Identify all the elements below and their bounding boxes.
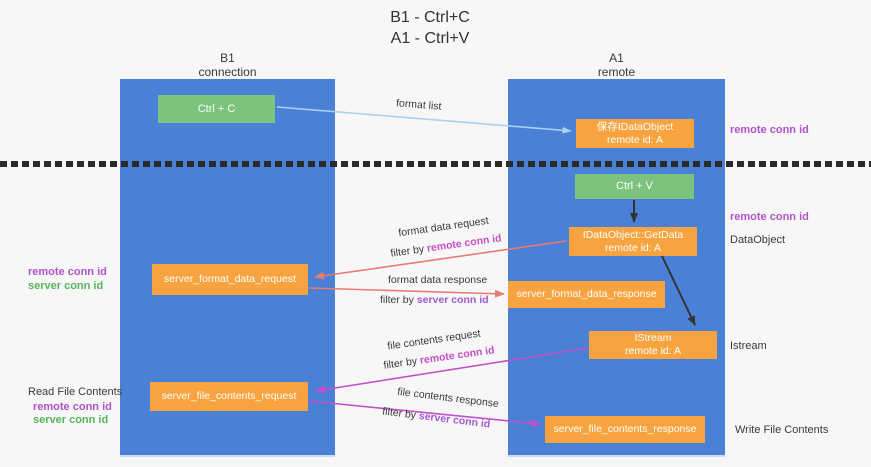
server-conn-id-keyword: server conn id — [416, 294, 489, 306]
diagram-title: B1 - Ctrl+C A1 - Ctrl+V — [0, 7, 860, 49]
istream-node: IStream remote id: A — [589, 331, 717, 359]
save-dataobject-line2: remote id: A — [606, 133, 664, 146]
lane-a1-name: A1 — [609, 51, 624, 65]
ctrl-v-node: Ctrl + V — [575, 174, 694, 199]
istream-line1: IStream — [634, 332, 672, 344]
left-remote-conn-id-annotation-2: remote conn id — [33, 401, 112, 413]
format-data-request-arrow — [314, 240, 567, 280]
separator-dashed-line — [0, 161, 871, 167]
lane-header-b1: B1 connection — [120, 51, 335, 79]
server-file-contents-request-label: server_file_contents_request — [161, 390, 297, 402]
left-remote-conn-id-annotation: remote conn id — [28, 266, 107, 278]
ctrl-c-node: Ctrl + C — [158, 95, 275, 123]
format-list-arrow — [276, 106, 572, 134]
file-contents-request-arrow — [315, 347, 589, 394]
getdata-line2: remote id: A — [604, 241, 662, 254]
server-file-contents-response-node: server_file_contents_response — [545, 416, 705, 443]
format-data-response-filter: filter by server conn id — [380, 294, 489, 306]
getdata-line1: IDataObject::GetData — [582, 228, 684, 241]
read-file-contents-annotation: Read File Contents — [28, 386, 123, 398]
format-data-response-label: format data response — [388, 274, 488, 286]
filter-by-text: filter by — [380, 294, 417, 306]
save-dataobject-node: 保存IDataObject remote id: A — [576, 119, 694, 148]
ctrl-v-label: Ctrl + V — [616, 180, 653, 192]
write-file-contents-annotation: Write File Contents — [735, 424, 829, 436]
ctrl-c-label: Ctrl + C — [197, 102, 236, 115]
server-file-contents-request-node: server_file_contents_request — [150, 382, 308, 411]
server-format-data-response-node: server_format_data_response — [508, 281, 665, 308]
left-server-conn-id-annotation: server conn id — [28, 280, 104, 292]
file-contents-response-arrow — [308, 400, 541, 428]
title-line-2: A1 - Ctrl+V — [390, 30, 470, 47]
lane-header-a1: A1 remote — [508, 51, 725, 79]
remote-conn-id-annotation-top: remote conn id — [730, 124, 809, 136]
lane-b1-role: connection — [198, 65, 257, 79]
dataobject-annotation: DataObject — [730, 234, 786, 246]
getdata-to-istream-arrow — [661, 255, 696, 326]
server-format-data-request-node: server_format_data_request — [152, 264, 308, 295]
left-server-conn-id-annotation-2: server conn id — [33, 414, 109, 426]
remote-conn-id-annotation-mid: remote conn id — [730, 211, 809, 223]
server-file-contents-response-label: server_file_contents_response — [553, 423, 697, 435]
title-line-1: B1 - Ctrl+C — [390, 9, 470, 26]
istream-annotation: Istream — [730, 340, 767, 352]
istream-line2: remote id: A — [624, 345, 682, 357]
lane-a1-role: remote — [597, 65, 636, 79]
save-dataobject-line1: 保存IDataObject — [596, 120, 674, 133]
lane-b1-name: B1 — [220, 51, 235, 65]
server-format-data-response-label: server_format_data_response — [516, 288, 657, 300]
format-data-response-arrow — [308, 287, 505, 298]
getdata-node: IDataObject::GetData remote id: A — [569, 227, 697, 256]
server-format-data-request-label: server_format_data_request — [164, 273, 296, 285]
